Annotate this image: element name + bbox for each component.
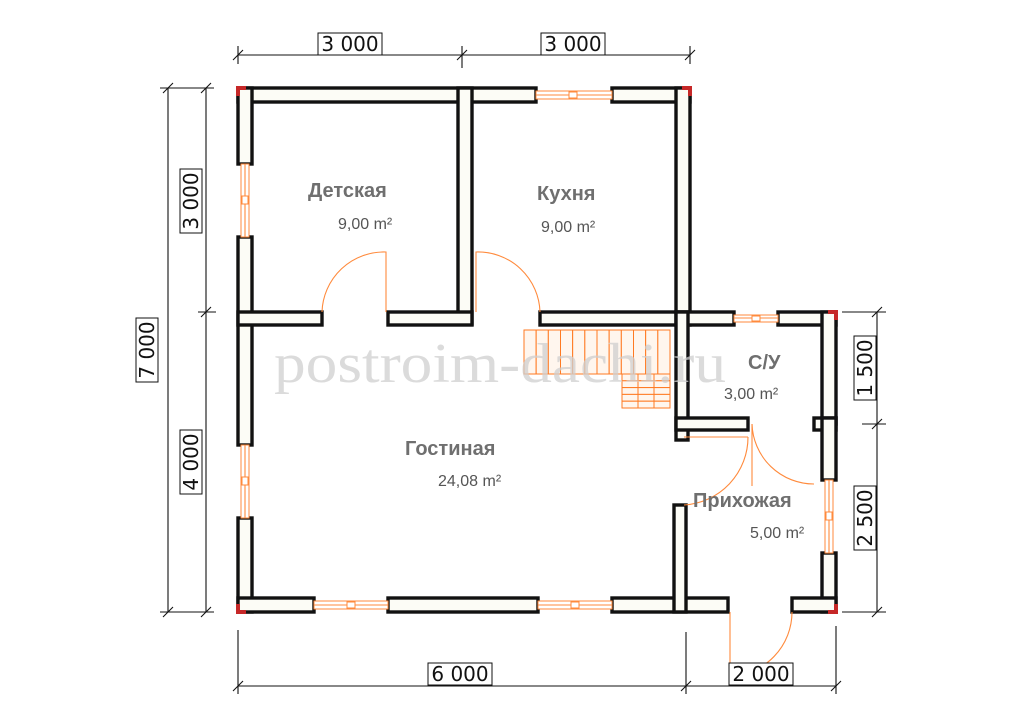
wall-top-left [236, 86, 538, 104]
watermark: postroim-dachi.ru [274, 333, 726, 395]
stair-step [621, 400, 671, 409]
dim-bottom-porch-text: 2 000 [732, 662, 789, 686]
wall-annex-right-mid [820, 416, 838, 482]
dim-left-upper: 3 000 [179, 168, 203, 234]
wall-bottom-left [236, 596, 316, 614]
dim-bottom-porch: 2 000 [728, 662, 794, 686]
corner-mark [828, 604, 838, 614]
corner-mark [682, 86, 692, 96]
wall-interior-right [538, 310, 692, 327]
room-name-gostinaya: Гостиная [405, 438, 495, 460]
room-name-prikhozhaya: Прихожая [693, 490, 792, 512]
wall-divider-vertical [456, 86, 474, 326]
window-living-bottom-left [313, 600, 389, 610]
window-children-left [240, 163, 250, 238]
wall-left-upper [236, 86, 254, 166]
dim-bottom-main: 6 000 [427, 662, 493, 686]
dim-top-left: 3 000 [317, 32, 383, 56]
dim-top-right-text: 3 000 [544, 32, 601, 56]
dim-left-lower-text: 4 000 [179, 433, 203, 490]
window-hallway-right [824, 479, 834, 554]
wall-bathroom-bottom [674, 416, 750, 432]
stair-step [621, 393, 671, 402]
room-area-detskaya: 9,00 m² [338, 216, 393, 233]
staircase [523, 329, 671, 409]
wall-interior-left [236, 310, 324, 327]
dim-left-total: 7 000 [135, 317, 159, 383]
room-area-prikhozhaya: 5,00 m² [750, 525, 805, 542]
room-name-kukhnya: Кухня [537, 183, 595, 205]
door-children [321, 251, 387, 313]
corner-mark [236, 86, 246, 96]
wall-bathroom-left [674, 310, 690, 442]
wall-interior-mid [386, 310, 474, 327]
room-area-su: 3,00 m² [724, 386, 779, 403]
window-living-left [240, 444, 250, 519]
dim-top-left-text: 3 000 [321, 32, 378, 56]
room-labels: Детская 9,00 m² Кухня 9,00 m² Гостиная 2… [308, 180, 805, 542]
wall-bottom-right [610, 596, 730, 614]
window-kitchen-top [535, 90, 613, 100]
wall-left-middle [236, 235, 254, 447]
dim-right-lower: 2 500 [853, 485, 877, 551]
dim-bottom-main-text: 6 000 [431, 662, 488, 686]
door-kitchen [475, 251, 541, 313]
dimension-labels: 3 000 3 000 7 000 3 000 4 000 1 500 2 50… [135, 32, 877, 686]
dim-left-total-text: 7 000 [135, 321, 159, 378]
dim-left-upper-text: 3 000 [179, 172, 203, 229]
windows [240, 90, 834, 610]
wall-bottom-middle [386, 596, 540, 614]
dim-top-right: 3 000 [540, 32, 606, 56]
wall-hallway-left [672, 503, 688, 614]
doors [321, 251, 815, 677]
dim-right-upper-text: 1 500 [853, 339, 877, 396]
wall-right-upper [674, 86, 692, 326]
corner-mark [828, 310, 838, 320]
dim-left-lower: 4 000 [179, 429, 203, 495]
door-bathroom [751, 423, 815, 485]
room-name-detskaya: Детская [308, 180, 387, 202]
window-living-bottom-right [537, 600, 613, 610]
room-area-kukhnya: 9,00 m² [541, 219, 596, 236]
corner-marks [236, 86, 838, 614]
wall-annex-right-upper [820, 310, 838, 426]
wall-annex-bottom [790, 596, 838, 614]
dim-right-upper: 1 500 [853, 335, 877, 401]
dim-right-lower-text: 2 500 [853, 489, 877, 546]
dimension-lines [160, 46, 886, 694]
door-hallway-living [683, 436, 749, 506]
room-name-su: С/У [748, 352, 781, 374]
window-bathroom-top [733, 314, 779, 323]
room-area-gostinaya: 24,08 m² [438, 473, 502, 490]
corner-mark [236, 604, 246, 614]
